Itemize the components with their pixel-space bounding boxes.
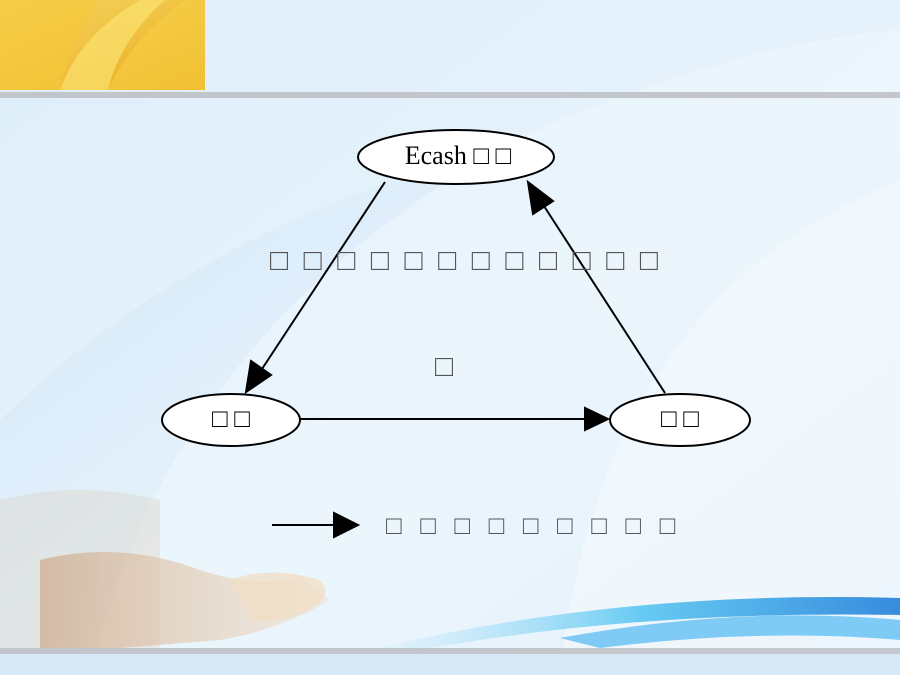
node-top-ellipse [357,129,555,185]
diagram-caption-line2: □ [435,350,458,383]
node-right-label: □ □ [661,404,699,433]
diagram-caption-line1: □ □ □ □ □ □ □ □ □ □ □ □ [270,244,662,277]
diagram-arrows [244,179,666,539]
node-top-label: Ecash □ □ [404,141,512,170]
node-left-label: □ □ [212,404,250,433]
decorative-corner [0,0,205,90]
node-right-ellipse [609,393,751,447]
legend-label: □ □ □ □ □ □ □ □ □ [386,511,682,540]
node-left-ellipse [161,393,301,447]
handshake-image [0,490,330,648]
